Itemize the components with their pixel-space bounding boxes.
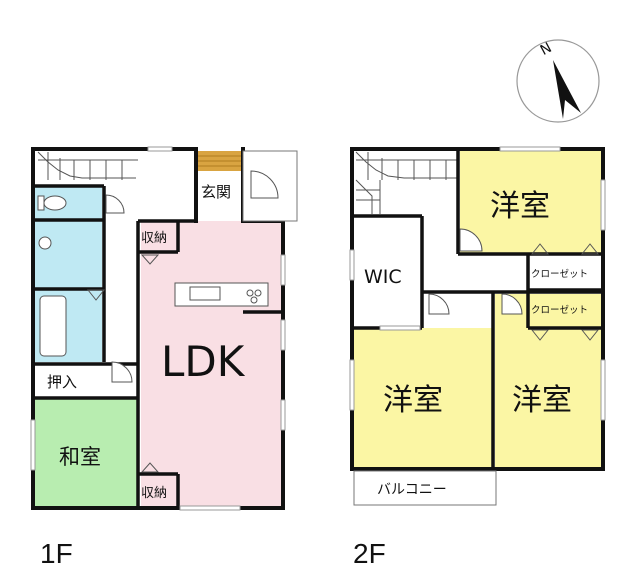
balcony-label: バルコニー — [377, 482, 447, 498]
room-top-label: 洋室 — [490, 189, 550, 224]
ldk-fill — [141, 221, 281, 506]
room-left-label: 洋室 — [383, 383, 443, 418]
room-right-label: 洋室 — [512, 383, 572, 418]
genkan-label: 玄関 — [201, 183, 231, 201]
balcony — [353, 470, 497, 506]
wic-label: WIC — [364, 266, 402, 288]
closet-bottom-label: クローゼット — [531, 304, 588, 316]
room-top-fill — [460, 151, 601, 254]
floor-2-label: 2F — [353, 538, 386, 569]
floor-1-plan: 玄関 収納 LDK 押入 和室 収納 1F — [30, 146, 298, 569]
storage-bottom-label: 収納 — [141, 486, 167, 501]
oshiire-label: 押入 — [47, 373, 77, 391]
toilet-icon — [43, 195, 67, 211]
room-right-fill — [495, 294, 601, 467]
stove-icon — [246, 289, 254, 297]
floor-1-label: 1F — [40, 538, 73, 569]
compass: N — [516, 39, 600, 123]
stairs-2f — [355, 151, 458, 214]
room-left-fill — [354, 328, 493, 467]
washitsu-label: 和室 — [59, 445, 101, 469]
floor-2-plan: WIC 洋室 クローゼット クローゼット 洋室 洋室 バルコニー 2F — [349, 146, 606, 569]
stairs-1f — [37, 151, 138, 180]
washroom-fill — [35, 220, 102, 288]
sink-icon — [38, 236, 52, 250]
ldk-label: LDK — [161, 337, 246, 386]
bathtub-icon — [39, 295, 67, 357]
closet-top-label: クローゼット — [531, 268, 588, 280]
storage-top-label: 収納 — [141, 231, 167, 246]
washitsu-fill — [35, 398, 138, 506]
north-arrow-icon — [553, 60, 581, 119]
